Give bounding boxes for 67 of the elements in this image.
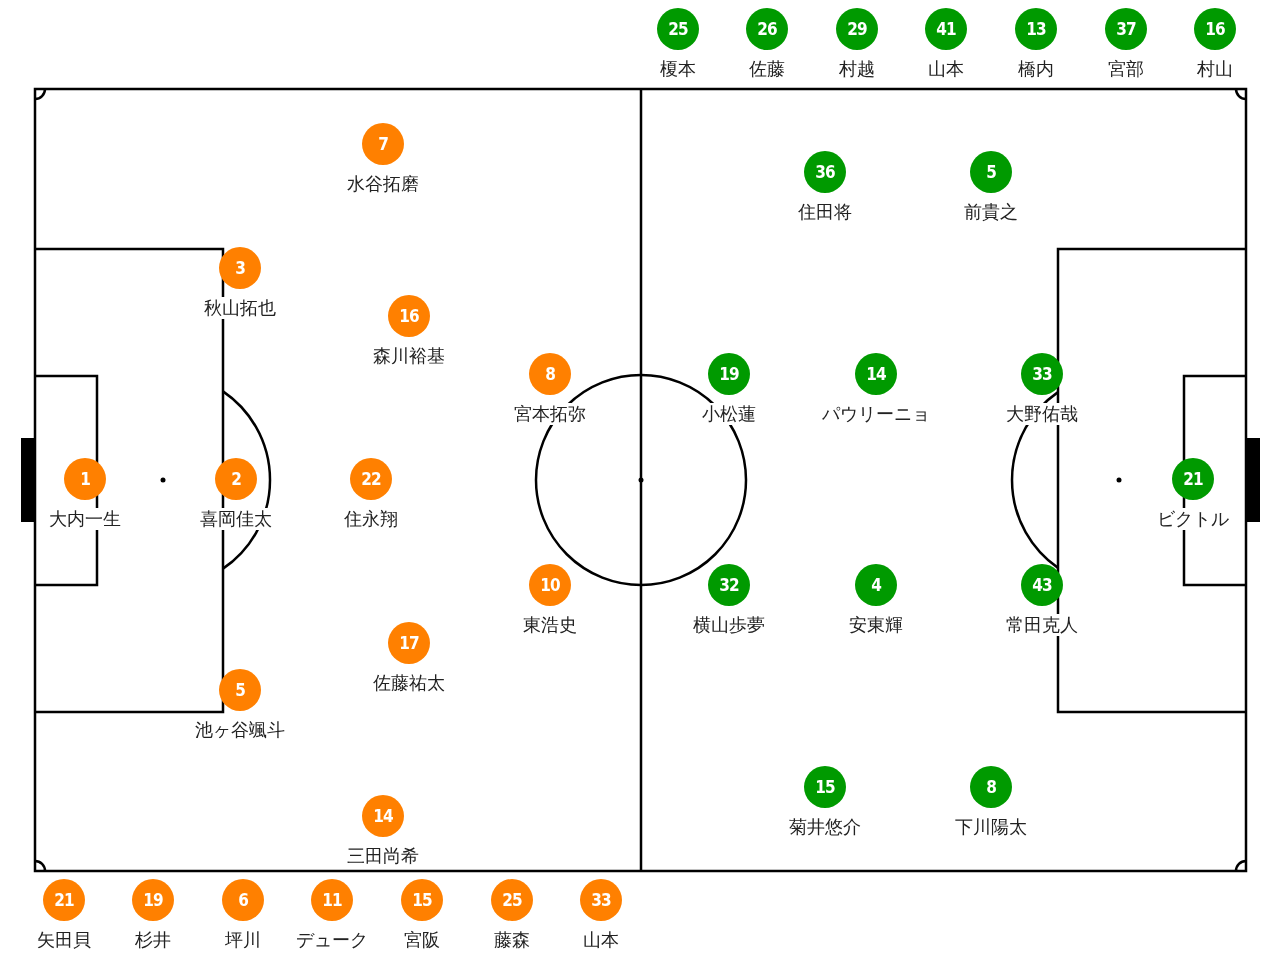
player-name: 秋山拓也 [202, 297, 278, 319]
player-name: 大野佑哉 [1004, 403, 1080, 425]
player-disc: 5 [219, 669, 261, 711]
player-disc: 21 [43, 879, 85, 921]
player-name: 住田将 [796, 201, 854, 223]
player-disc: 16 [1194, 8, 1236, 50]
player-disc: 22 [350, 458, 392, 500]
player-disc: 41 [925, 8, 967, 50]
player-disc: 3 [219, 247, 261, 289]
player-disc: 25 [657, 8, 699, 50]
player-name: 住永翔 [342, 508, 400, 530]
player-disc: 6 [222, 879, 264, 921]
player-disc: 1 [64, 458, 106, 500]
player-disc: 8 [529, 353, 571, 395]
player-name: 下川陽太 [953, 816, 1029, 838]
player-name: 山本 [926, 58, 966, 80]
player-disc: 19 [708, 353, 750, 395]
player-name: 佐藤 [747, 58, 787, 80]
player-name: 村越 [837, 58, 877, 80]
player-disc: 19 [132, 879, 174, 921]
player-disc: 33 [580, 879, 622, 921]
player-disc: 26 [746, 8, 788, 50]
player-disc: 8 [970, 766, 1012, 808]
player-name: 安東輝 [847, 614, 905, 636]
player-disc: 2 [215, 458, 257, 500]
player-name: 常田克人 [1004, 614, 1080, 636]
player-name: 池ヶ谷颯斗 [193, 719, 287, 741]
player-disc: 15 [804, 766, 846, 808]
player-disc: 11 [311, 879, 353, 921]
player-name: 森川裕基 [371, 345, 447, 367]
player-name: 喜岡佳太 [198, 508, 274, 530]
player-name: 藤森 [492, 929, 532, 951]
player-name: 小松蓮 [700, 403, 758, 425]
player-name: 水谷拓磨 [345, 173, 421, 195]
player-name: 三田尚希 [345, 845, 421, 867]
player-name: 宮阪 [402, 929, 442, 951]
player-disc: 4 [855, 564, 897, 606]
player-disc: 10 [529, 564, 571, 606]
player-name: 横山歩夢 [691, 614, 767, 636]
player-disc: 5 [970, 151, 1012, 193]
player-disc: 17 [388, 622, 430, 664]
player-disc: 14 [855, 353, 897, 395]
player-name: 宮本拓弥 [512, 403, 588, 425]
player-disc: 29 [836, 8, 878, 50]
player-disc: 33 [1021, 353, 1063, 395]
player-disc: 43 [1021, 564, 1063, 606]
player-disc: 25 [491, 879, 533, 921]
player-disc: 21 [1172, 458, 1214, 500]
player-disc: 36 [804, 151, 846, 193]
player-disc: 32 [708, 564, 750, 606]
player-disc: 37 [1105, 8, 1147, 50]
player-disc: 7 [362, 123, 404, 165]
player-disc: 14 [362, 795, 404, 837]
player-name: 杉井 [133, 929, 173, 951]
player-name: 前貴之 [962, 201, 1020, 223]
player-name: 矢田貝 [35, 929, 93, 951]
player-name: 榎本 [658, 58, 698, 80]
player-name: 橋内 [1016, 58, 1056, 80]
player-name: 山本 [581, 929, 621, 951]
player-name: 宮部 [1106, 58, 1146, 80]
player-disc: 15 [401, 879, 443, 921]
player-disc: 16 [388, 295, 430, 337]
player-name: 東浩史 [521, 614, 579, 636]
player-name: 大内一生 [47, 508, 123, 530]
player-name: 菊井悠介 [787, 816, 863, 838]
player-disc: 13 [1015, 8, 1057, 50]
player-name: 佐藤祐太 [371, 672, 447, 694]
